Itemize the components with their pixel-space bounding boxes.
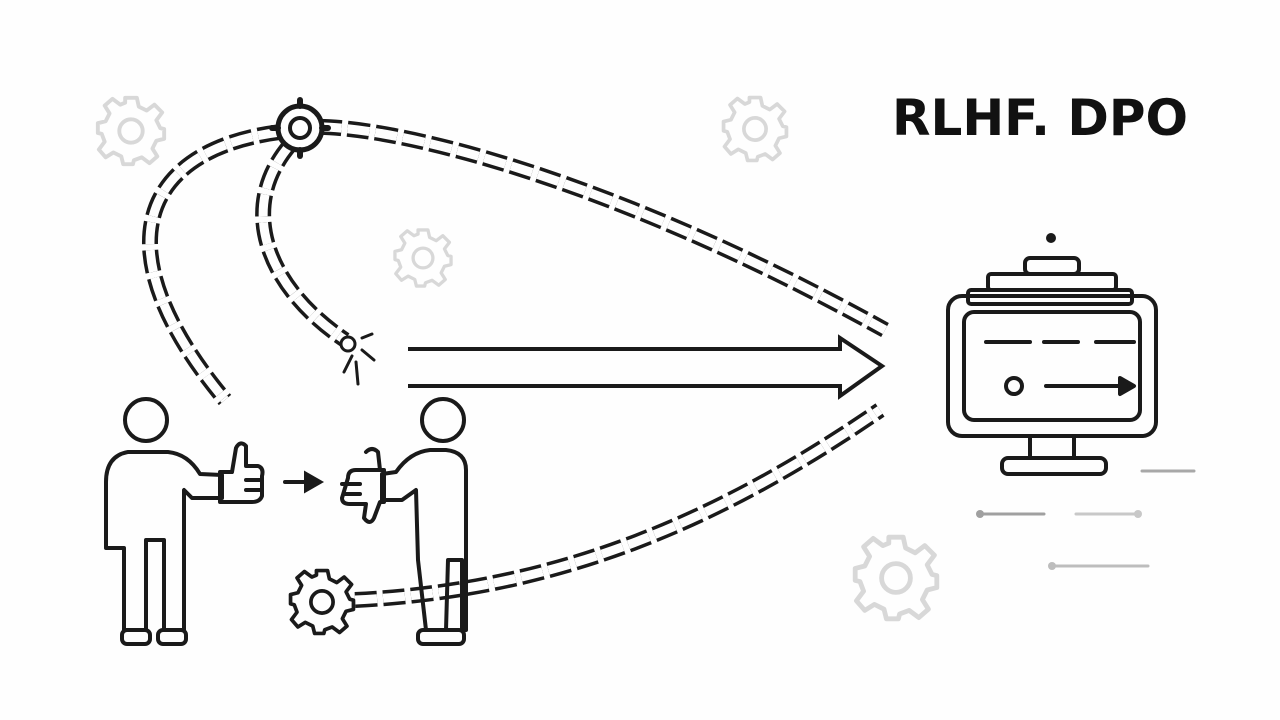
double-arrow-icon bbox=[408, 334, 886, 400]
chain-icon bbox=[141, 124, 282, 406]
chain-icon bbox=[354, 403, 885, 608]
diagram-title: RLHF. DPO bbox=[892, 89, 1188, 147]
chains bbox=[141, 118, 889, 608]
gear-icon bbox=[721, 95, 789, 163]
person-left bbox=[104, 397, 265, 646]
person-icon bbox=[104, 397, 224, 646]
computer-monitor-icon bbox=[946, 233, 1158, 476]
chain-icon bbox=[289, 118, 889, 337]
person-right bbox=[340, 397, 468, 646]
chain-hub bbox=[269, 97, 331, 159]
gear-icon bbox=[95, 95, 167, 167]
chain-icon bbox=[255, 139, 350, 347]
thumbs-down-icon bbox=[340, 447, 386, 524]
broken-link-icon bbox=[339, 332, 376, 386]
gear-icon bbox=[288, 568, 356, 636]
gear-icon bbox=[393, 228, 453, 288]
thumbs-up-icon bbox=[218, 441, 265, 504]
gear-icon bbox=[855, 537, 937, 619]
person-icon bbox=[380, 397, 468, 646]
small-arrow-icon bbox=[283, 470, 325, 494]
motion-lines bbox=[976, 469, 1196, 570]
